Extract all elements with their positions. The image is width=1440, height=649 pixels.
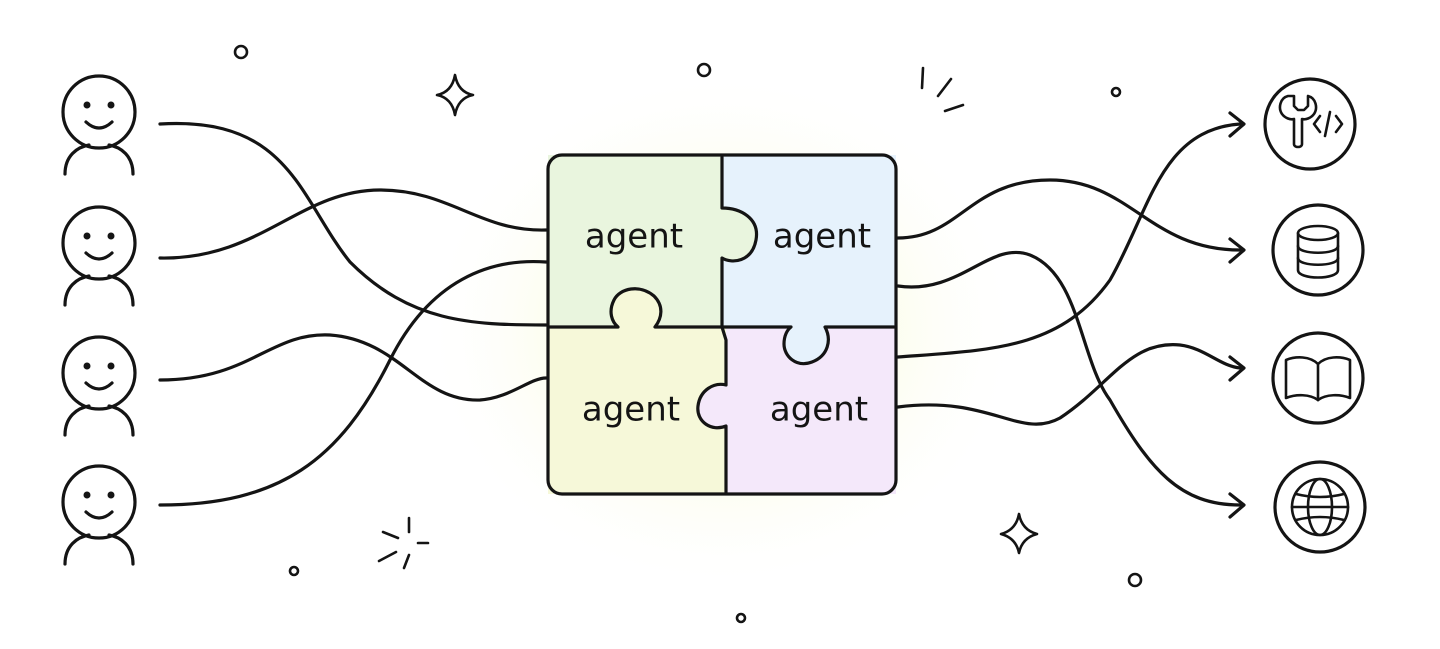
- puzzle-border: [546, 153, 898, 496]
- user-2: [61, 205, 137, 307]
- sparkle-icon: [999, 512, 1039, 555]
- agent-label-bottom-left: agent: [582, 390, 680, 430]
- arrow-head: [1228, 492, 1246, 519]
- resource-tools: [1263, 77, 1357, 171]
- globe-icon: [1290, 477, 1350, 537]
- user-1: [61, 74, 137, 176]
- dot-decoration: [233, 44, 249, 60]
- agent-piece-top-right: [722, 155, 896, 364]
- book-icon: [1284, 356, 1352, 402]
- agent-puzzle: agent agent agent agent: [546, 153, 898, 496]
- wrench-code-icon: [1278, 94, 1344, 149]
- smiley-person-icon: [61, 74, 137, 176]
- resource-web: [1273, 460, 1367, 554]
- user-connection-line: [158, 333, 548, 402]
- dot-decoration: [735, 612, 747, 624]
- dot-decoration: [696, 62, 712, 78]
- resource-book: [1271, 331, 1365, 425]
- user-connection-line: [158, 259, 548, 507]
- agent-piece-bottom-left: [548, 288, 726, 494]
- dot-decoration: [1110, 86, 1122, 98]
- user-3: [61, 335, 137, 437]
- sparkle-icon: [435, 73, 475, 117]
- burst-icon: [377, 516, 430, 570]
- resources-column: [1263, 77, 1367, 554]
- arrow-head: [1228, 355, 1246, 382]
- resource-database: [1271, 203, 1365, 297]
- smiley-person-icon: [61, 205, 137, 307]
- agent-piece-bottom-right: [697, 327, 896, 494]
- agent-piece-top-left: [548, 155, 757, 327]
- users-column: [61, 74, 137, 566]
- arrow-head: [1228, 237, 1246, 264]
- resource-connection-line: [896, 343, 1242, 426]
- burst-icon: [920, 66, 965, 113]
- agent-label-top-left: agent: [585, 217, 683, 257]
- dot-decoration: [288, 565, 300, 577]
- user-connection-line: [158, 188, 548, 260]
- resource-connection-line: [896, 250, 1242, 507]
- agent-label-bottom-right: agent: [770, 390, 868, 430]
- resource-connection-line: [896, 122, 1242, 359]
- resource-connection-line: [896, 178, 1242, 252]
- user-connection-line: [158, 121, 548, 327]
- user-4: [61, 464, 137, 566]
- database-icon: [1296, 224, 1340, 279]
- dot-decoration: [1127, 572, 1143, 588]
- resource-connections: [896, 111, 1246, 519]
- puzzle-seam: [548, 287, 896, 366]
- puzzle-seam: [696, 155, 759, 494]
- decorations: [233, 44, 1143, 624]
- arrow-head: [1228, 111, 1246, 138]
- smiley-person-icon: [61, 335, 137, 437]
- agent-label-top-right: agent: [773, 217, 871, 257]
- user-connections: [158, 121, 548, 507]
- smiley-person-icon: [61, 464, 137, 566]
